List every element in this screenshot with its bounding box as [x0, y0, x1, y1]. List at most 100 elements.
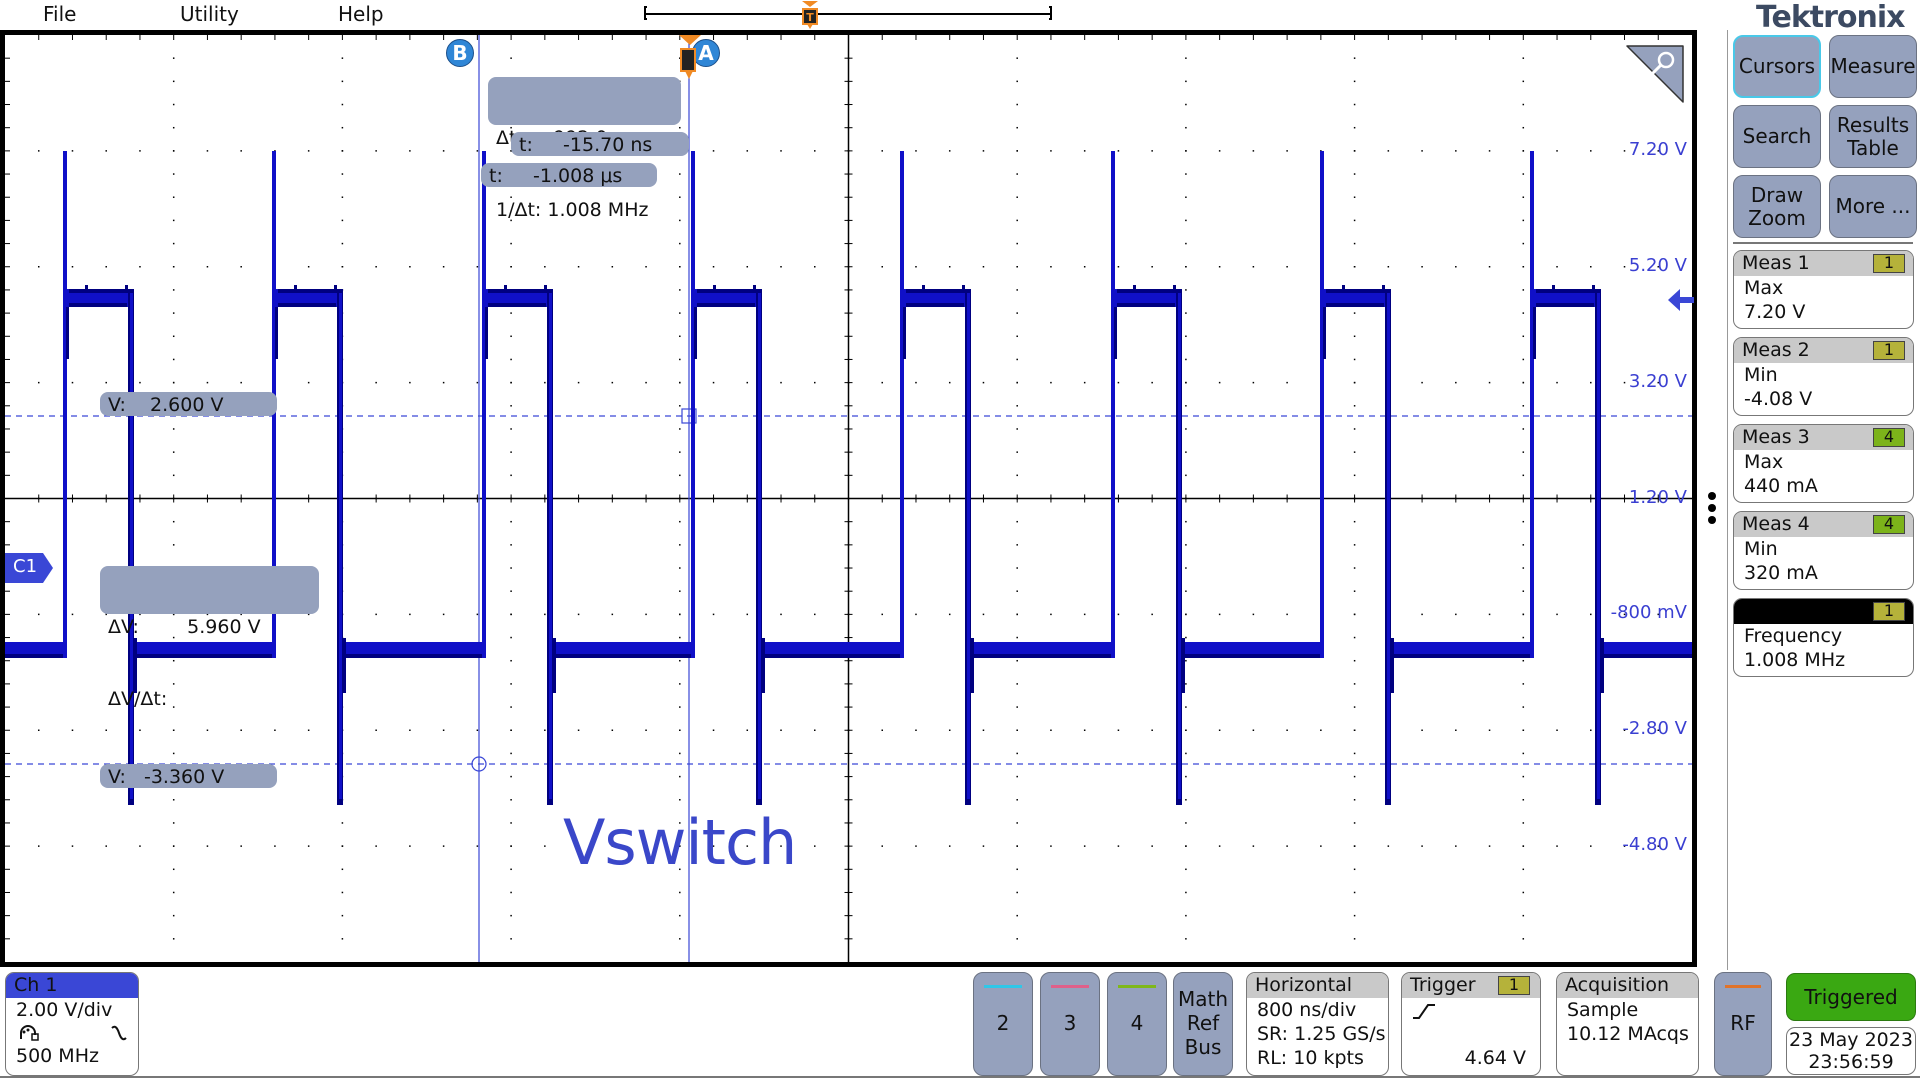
measurement-value: 440 mA [1744, 475, 1818, 497]
horizontal-title: Horizontal [1247, 973, 1388, 998]
measurement-title: Meas 2 1 [1734, 338, 1913, 363]
trigger-source-chip: 1 [1498, 976, 1530, 995]
time-label: 23:56:59 [1808, 1051, 1894, 1073]
measurement-type: Min [1744, 538, 1778, 560]
triggered-status-button[interactable]: Triggered [1786, 973, 1916, 1021]
measurement-source-chip: 4 [1873, 428, 1905, 447]
more-options-icon[interactable] [1708, 492, 1718, 528]
math-ref-bus-button[interactable]: Math Ref Bus [1173, 972, 1233, 1076]
sample-rate: SR: 1.25 GS/s [1257, 1023, 1386, 1045]
channel-number: 2 [996, 1011, 1010, 1035]
measurement-name: Meas 2 [1742, 339, 1810, 361]
horizontal-badge[interactable]: Horizontal 800 ns/div SR: 1.25 GS/s RL: … [1246, 972, 1389, 1076]
more-button[interactable]: More ... [1829, 175, 1917, 238]
measurement-type: Min [1744, 364, 1778, 386]
voltage-axis-label: 5.20 V [1628, 254, 1687, 276]
horizontal-scale: 800 ns/div [1257, 999, 1357, 1021]
channel1-ground-marker[interactable]: C1 [5, 553, 55, 583]
channel1-title: Ch 1 [6, 973, 138, 998]
measurement-type: Frequency [1744, 625, 1843, 647]
bottom-divider [0, 1076, 1920, 1078]
channel-marker-label: C1 [13, 556, 38, 577]
waveform-label: Vswitch [563, 806, 797, 879]
measurement-source-chip: 4 [1873, 515, 1905, 534]
timebar-line [644, 13, 1052, 15]
rf-label: RF [1730, 1011, 1756, 1035]
measurement-name: Meas 1 [1742, 252, 1810, 274]
measurement-title: Meas 4 4 [1734, 512, 1913, 537]
measurement-title: Meas 1 1 [1734, 251, 1913, 276]
datetime-display: 23 May 2023 23:56:59 [1786, 1027, 1916, 1075]
channel-marker-shape-icon [5, 553, 53, 583]
trigger-level-arrow-icon[interactable] [1668, 289, 1694, 311]
channel1-bandwidth: 500 MHz [16, 1045, 99, 1067]
measurement-name: Meas 4 [1742, 513, 1810, 535]
measurement-type: Max [1744, 451, 1784, 473]
acquisition-count: 10.12 MAcqs [1567, 1023, 1689, 1045]
right-panel [1727, 30, 1920, 970]
cursor-a-time-readout: t: -15.70 ns [511, 132, 689, 156]
trigger-position-icon[interactable]: T [801, 0, 819, 30]
zoom-magnifier-icon[interactable] [1625, 44, 1685, 104]
dv-dt-value: ΔV/Δt: [108, 688, 168, 710]
channel-number: 4 [1130, 1011, 1144, 1035]
rf-button[interactable]: RF [1714, 972, 1772, 1076]
measurement-value: 7.20 V [1744, 301, 1806, 323]
record-length: RL: 10 kpts [1257, 1047, 1364, 1069]
measurement-name: Meas 3 [1742, 426, 1810, 448]
inv-delta-t-value: 1/Δt: 1.008 MHz [496, 199, 649, 221]
measurement-value: 320 mA [1744, 562, 1818, 584]
math-label: Math [1177, 987, 1229, 1011]
cursor-delta-v-readout: ΔV: 5.960 V ΔV/Δt: [100, 566, 319, 710]
channel-4-button[interactable]: 4 [1107, 972, 1167, 1076]
tektronix-logo: Tektronix [1756, 0, 1906, 35]
channel-3-button[interactable]: 3 [1040, 972, 1100, 1076]
acquisition-badge[interactable]: Acquisition Sample 10.12 MAcqs [1556, 972, 1699, 1076]
draw-zoom-button[interactable]: Draw Zoom [1733, 175, 1821, 238]
menu-utility[interactable]: Utility [180, 2, 239, 26]
search-button[interactable]: Search [1733, 105, 1821, 168]
measurement-source-chip: 1 [1873, 254, 1905, 273]
measurement-value: -4.08 V [1744, 388, 1813, 410]
menu-help[interactable]: Help [338, 2, 384, 26]
rising-edge-icon [1413, 1004, 1435, 1019]
cursors-button[interactable]: Cursors [1733, 35, 1821, 98]
measurement-source-chip: 1 [1873, 341, 1905, 360]
menu-file[interactable]: File [43, 2, 77, 26]
record-timebar[interactable] [644, 6, 1052, 20]
measurement-type: Max [1744, 277, 1784, 299]
probe-icon [20, 1025, 39, 1041]
timebar-right-bracket [1049, 6, 1052, 20]
channel-2-button[interactable]: 2 [973, 972, 1033, 1076]
trigger-point-marker-icon [679, 35, 701, 79]
trigger-badge[interactable]: Trigger 1 4.64 V [1401, 972, 1541, 1076]
voltage-axis-label: 3.20 V [1628, 370, 1687, 392]
measurement-value: 1.008 MHz [1744, 649, 1846, 671]
acquisition-mode: Sample [1567, 999, 1639, 1021]
cursor-b-badge[interactable]: B [446, 39, 474, 67]
trigger-level: 4.64 V [1464, 1047, 1526, 1069]
channel-color-bar [1051, 985, 1089, 988]
date-label: 23 May 2023 [1789, 1029, 1913, 1051]
ref-label: Ref [1186, 1011, 1220, 1035]
measurement-title: Meas 3 4 [1734, 425, 1913, 450]
cursor-delta-t-readout: Δt: 992.0 ns 1/Δt: 1.008 MHz [488, 77, 681, 221]
cursor-a-badge[interactable]: A [692, 39, 720, 67]
channel1-badge[interactable]: Ch 1 2.00 V/div 500 MHz [5, 972, 139, 1076]
ac-coupling-icon [111, 1025, 127, 1041]
measure-button[interactable]: Measure [1829, 35, 1917, 98]
channel1-scale: 2.00 V/div [16, 999, 113, 1021]
waveform-plot [5, 35, 1692, 962]
cursor-v-lower-readout: V: -3.360 V [100, 764, 277, 788]
voltage-axis-label: 7.20 V [1628, 138, 1687, 160]
svg-text:T: T [806, 11, 814, 24]
results-table-button[interactable]: Results Table [1829, 105, 1917, 168]
rf-color-bar [1725, 985, 1761, 988]
bus-label: Bus [1184, 1035, 1222, 1059]
panel-divider [1733, 242, 1913, 244]
